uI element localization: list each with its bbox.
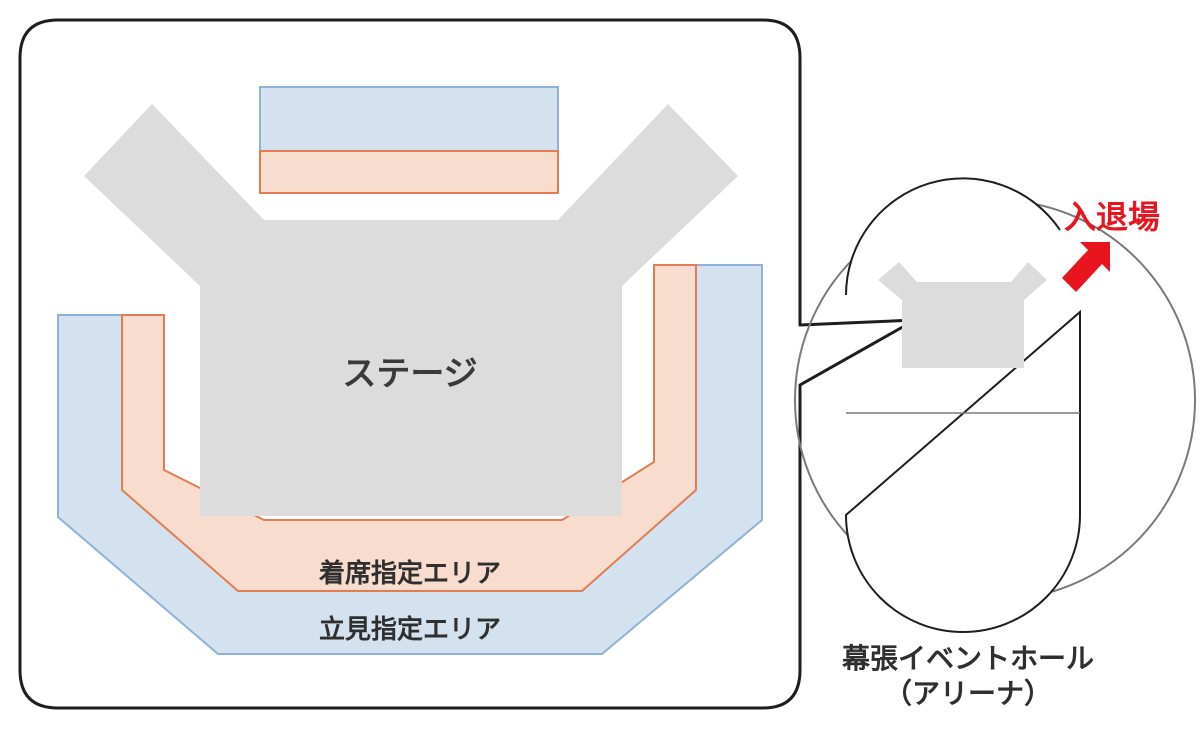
top-seated-block: [259, 150, 559, 194]
entrance-exit-label: 入退場: [1064, 198, 1160, 236]
hall-sub-label: （アリーナ）: [884, 677, 1052, 710]
standing-area-label: 立見指定エリア: [319, 614, 501, 645]
stage-label: ステージ: [342, 354, 477, 394]
entrance-exit-arrow-icon: [1062, 242, 1110, 292]
mini-stage: [878, 262, 1047, 368]
top-standing-block: [259, 86, 559, 152]
stage: [84, 104, 738, 516]
hall-name-label: 幕張イベントホール: [841, 642, 1094, 675]
seated-area: [121, 264, 697, 592]
arena-outline: [844, 177, 1081, 633]
seated-area-label: 着席指定エリア: [318, 558, 501, 589]
